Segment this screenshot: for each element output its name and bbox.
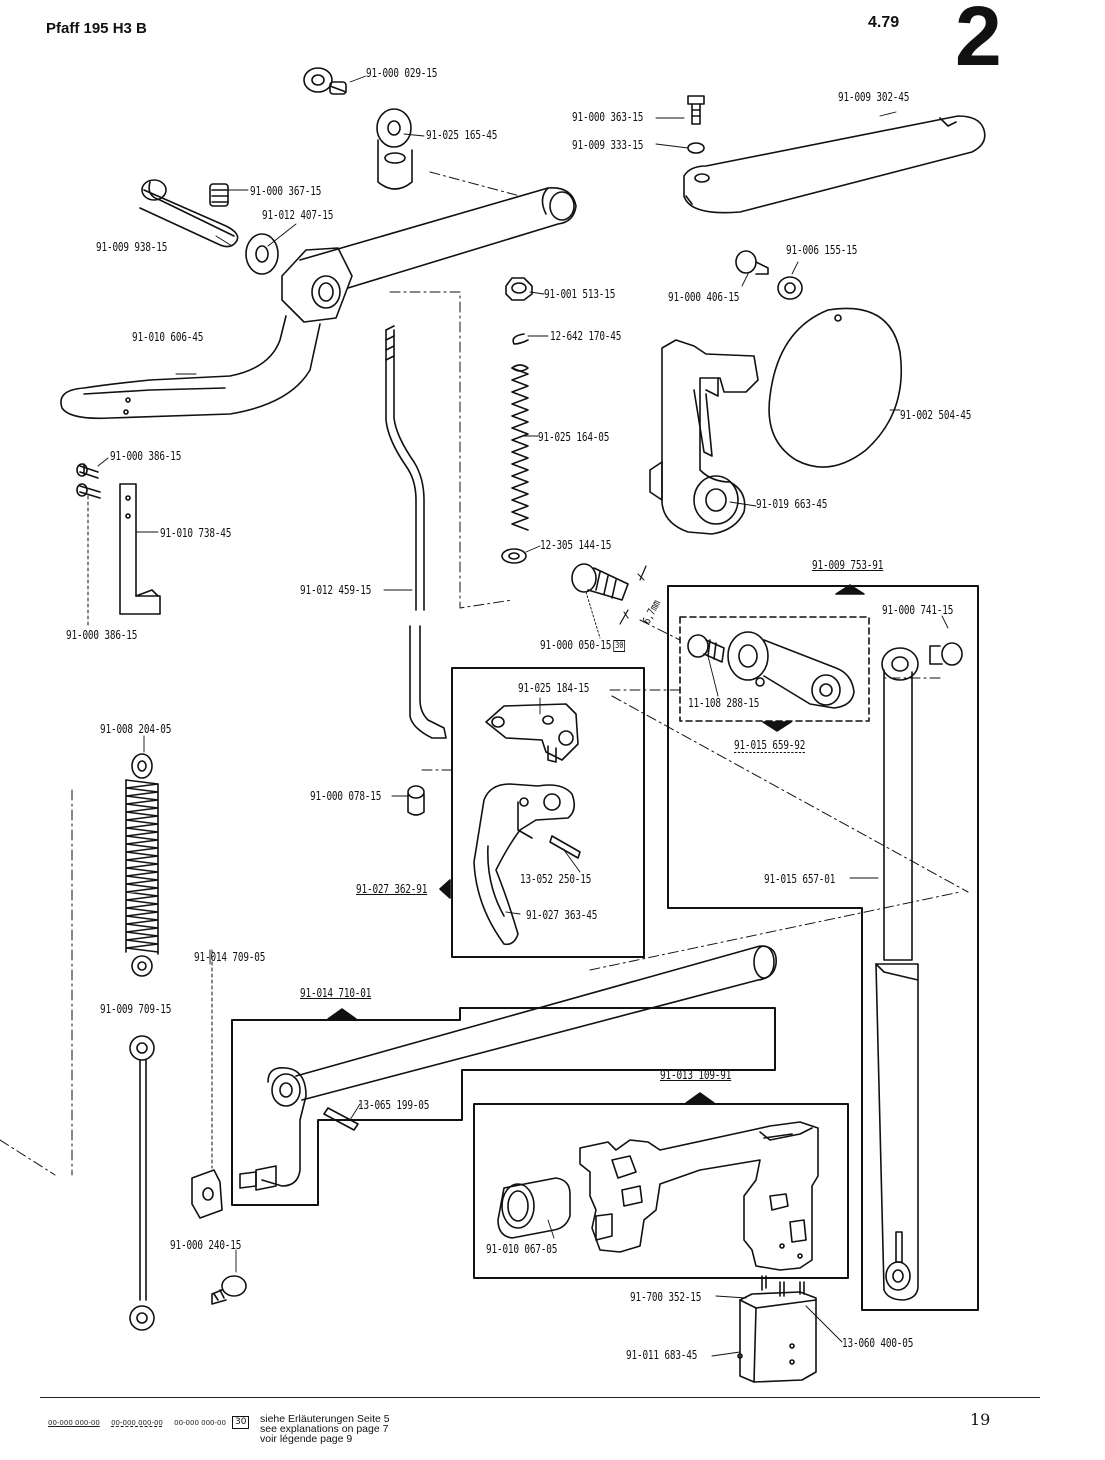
part-label: 91-000 029-15 <box>366 66 438 80</box>
part-label: 12-642 170-45 <box>550 329 622 343</box>
legend-codes: 00-000 000-00 00-000 000-00 00-000 000-0… <box>48 1419 235 1427</box>
part-label: 91-025 164-05 <box>538 430 610 444</box>
section-number: 2 <box>955 0 1002 83</box>
link-assembly <box>687 631 855 709</box>
note-fr: voir légende page 9 <box>260 1433 353 1445</box>
part-label: 13-065 199-05 <box>358 1098 430 1112</box>
part-label: 91-025 165-45 <box>426 128 498 142</box>
bent-rod <box>385 325 447 739</box>
part-label: 91-027 363-45 <box>526 908 598 922</box>
part-label: 91-010 738-45 <box>160 526 232 540</box>
part-label: 91-000 741-15 <box>882 603 954 617</box>
part-label: 13-052 250-15 <box>520 872 592 886</box>
legend-code: 00-000 000-00 <box>174 1419 226 1427</box>
explanation-notes: siehe Erläuterungen Seite 5 see explanat… <box>260 1413 390 1445</box>
assembly-boxes <box>231 584 979 1311</box>
part-label: 91-002 504-45 <box>900 408 972 422</box>
reference-box: 30 <box>613 639 625 652</box>
round-plate-group <box>735 250 903 468</box>
part-label: 91-000 240-15 <box>170 1238 242 1252</box>
part-label: 91-014 709-05 <box>194 950 266 964</box>
legend-code: 00-000 000-00 <box>111 1419 163 1427</box>
part-label: 91-009 302-45 <box>838 90 910 104</box>
needle-bracket <box>649 339 759 535</box>
assembly-label: 91-009 753-91 <box>812 558 884 572</box>
set-screw <box>571 563 647 625</box>
top-linkage <box>60 67 577 420</box>
note-en: see explanations on page 7 <box>260 1423 389 1435</box>
part-label: 91-700 352-15 <box>630 1290 702 1304</box>
long-link <box>875 642 963 1301</box>
lever-shaft <box>239 945 777 1191</box>
legend-code: 00-000 000-00 <box>48 1419 100 1427</box>
hook-rod <box>129 1035 155 1331</box>
housing-assembly <box>497 1121 819 1271</box>
spring-stack <box>501 277 533 564</box>
note-de: siehe Erläuterungen Seite 5 <box>260 1413 390 1425</box>
part-label: 91-009 938-15 <box>96 240 168 254</box>
part-label: 91-012 407-15 <box>262 208 334 222</box>
part-label: 91-001 513-15 <box>544 287 616 301</box>
part-label: 91-000 078-15 <box>310 789 382 803</box>
knee-lever-box-parts <box>473 703 581 946</box>
part-label: 13-060 400-05 <box>842 1336 914 1350</box>
model-title: Pfaff 195 H3 B <box>46 20 147 37</box>
square-nut <box>191 949 247 1305</box>
screw-078 <box>407 785 425 816</box>
part-label: 91-011 683-45 <box>626 1348 698 1362</box>
part-label: 91-010 067-05 <box>486 1242 558 1256</box>
left-screws <box>76 463 161 629</box>
part-label: 91-000 406-15 <box>668 290 740 304</box>
part-label: 91-008 204-05 <box>100 722 172 736</box>
part-label: 11-108 288-15 <box>688 696 760 710</box>
assembly-label: 91-027 362-91 <box>356 882 428 896</box>
part-label: 91-009 333-15 <box>572 138 644 152</box>
part-label: 91-015 657-01 <box>764 872 836 886</box>
part-label-text: 91-000 050-15 <box>540 638 612 652</box>
cover-plate <box>683 95 986 214</box>
part-label: 91-012 459-15 <box>300 583 372 597</box>
part-label: 91-009 709-15 <box>100 1002 172 1016</box>
legend-reference-box: 30 <box>232 1416 250 1429</box>
page-number: 19 <box>970 1410 991 1429</box>
assembly-label: 91-014 710-01 <box>300 986 372 1000</box>
issue-date: 4.79 <box>868 14 900 31</box>
part-label: 12-305 144-15 <box>540 538 612 552</box>
tension-spring <box>125 753 159 977</box>
assembly-label: 91-015 659-92 <box>734 738 806 753</box>
solenoid-coil <box>737 1275 817 1383</box>
part-label: 91-000 363-15 <box>572 110 644 124</box>
part-label: 91-000 386-15 <box>110 449 182 463</box>
exploded-parts-diagram <box>0 67 986 1383</box>
part-label: 91-010 606-45 <box>132 330 204 344</box>
part-label: 91-006 155-15 <box>786 243 858 257</box>
part-label: 91-019 663-45 <box>756 497 828 511</box>
footer-divider <box>40 1397 1040 1398</box>
part-label: 91-000 367-15 <box>250 184 322 198</box>
part-label: 91-000 386-15 <box>66 628 138 642</box>
part-label: 91-025 184-15 <box>518 681 590 695</box>
assembly-label: 91-013 109-91 <box>660 1068 732 1082</box>
